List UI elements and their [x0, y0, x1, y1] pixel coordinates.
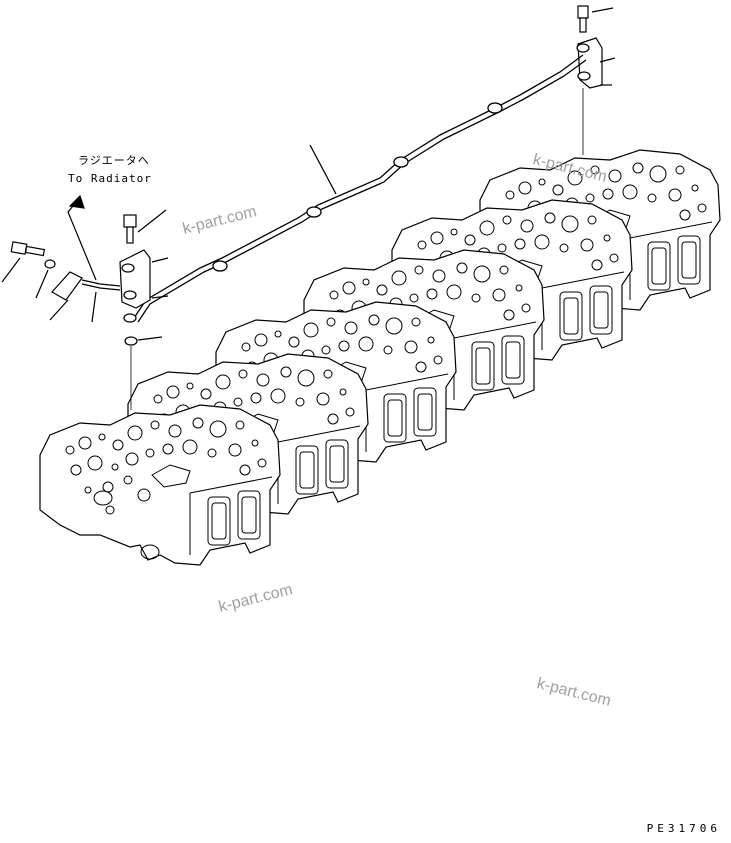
water-tube	[133, 54, 587, 323]
lower-washer-icon	[124, 336, 163, 410]
front-bolt-icon	[123, 209, 167, 244]
radiator-fitting	[1, 194, 121, 323]
front-head-ports	[93, 490, 160, 560]
rear-bolt-icon	[577, 5, 614, 33]
cylinder-head-1	[39, 404, 281, 566]
radiator-label-jp: ラジエータへ	[78, 154, 150, 167]
radiator-label-en: To Radiator	[68, 172, 152, 185]
rear-bracket	[576, 37, 616, 155]
front-bracket	[119, 249, 169, 323]
drawing-code: PE31706	[646, 822, 721, 835]
